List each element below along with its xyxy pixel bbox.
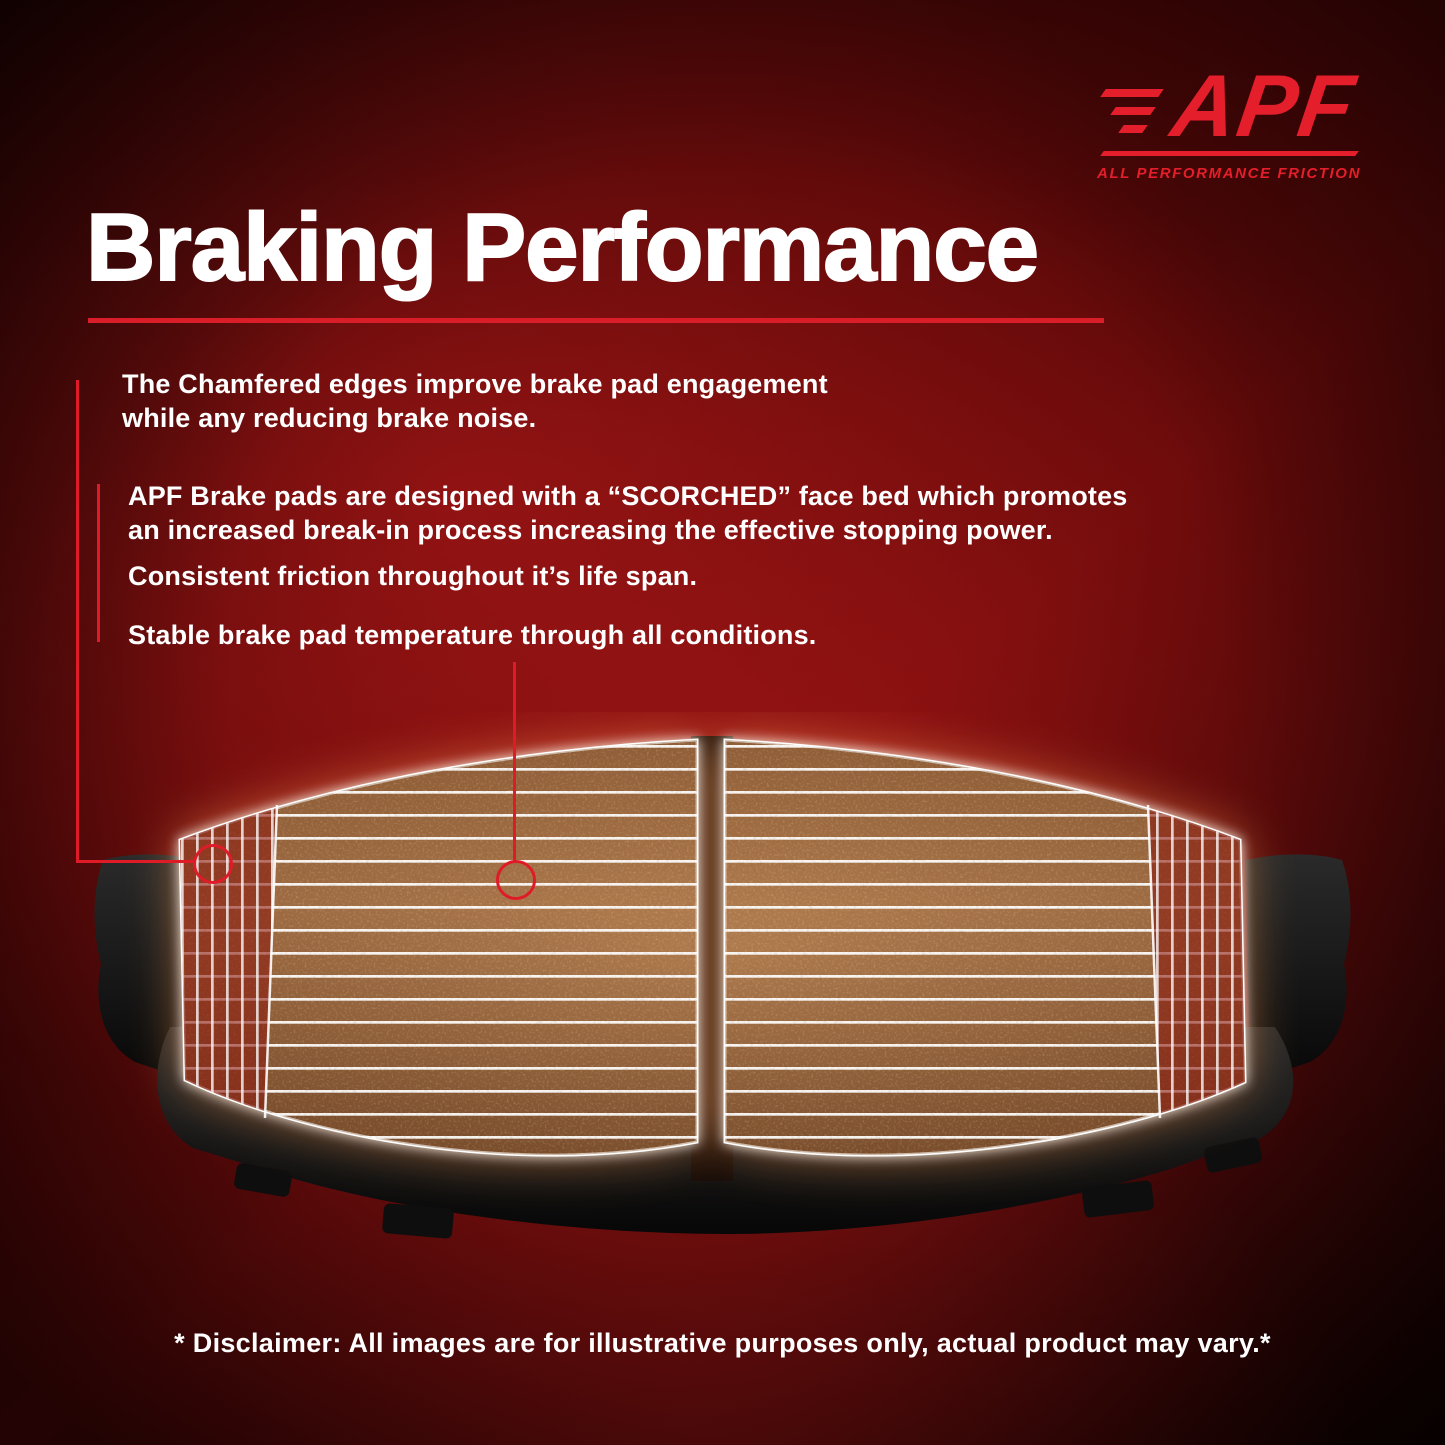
logo-text: APF — [1166, 56, 1362, 155]
bullet-scorched-face: APF Brake pads are designed with a “SCOR… — [128, 481, 1128, 545]
logo-underline — [1099, 151, 1359, 157]
logo-row: APF — [1100, 56, 1362, 155]
brake-pads-illustration — [85, 712, 1360, 1247]
callout-bracket-features — [97, 484, 100, 642]
bullet-chamfered-edges: The Chamfered edges improve brake pad en… — [122, 369, 828, 433]
left-chamfer-separator — [263, 804, 279, 1119]
disclaimer-text: * Disclaimer: All images are for illustr… — [174, 1328, 1271, 1358]
callout-line-chamfer-horizontal — [76, 860, 196, 863]
bullet-consistent-friction: Consistent friction throughout it’s life… — [128, 561, 698, 591]
page-title: Braking Performance — [85, 194, 1040, 301]
callout-line-chamfer-vertical — [76, 380, 79, 863]
right-chamfer-separator — [1146, 804, 1162, 1119]
logo-tagline: ALL PERFORMANCE FRICTION — [1097, 165, 1361, 183]
callout-ring-chamfer — [193, 844, 233, 884]
callout-line-face — [513, 662, 516, 862]
title-underline — [88, 318, 1104, 323]
brake-pads-svg — [94, 736, 1351, 1239]
apf-logo: APF ALL PERFORMANCE FRICTION — [1097, 56, 1362, 183]
callout-ring-face — [496, 860, 536, 900]
bullet-stable-temperature: Stable brake pad temperature through all… — [128, 620, 817, 650]
speed-lines-icon — [1100, 88, 1164, 133]
